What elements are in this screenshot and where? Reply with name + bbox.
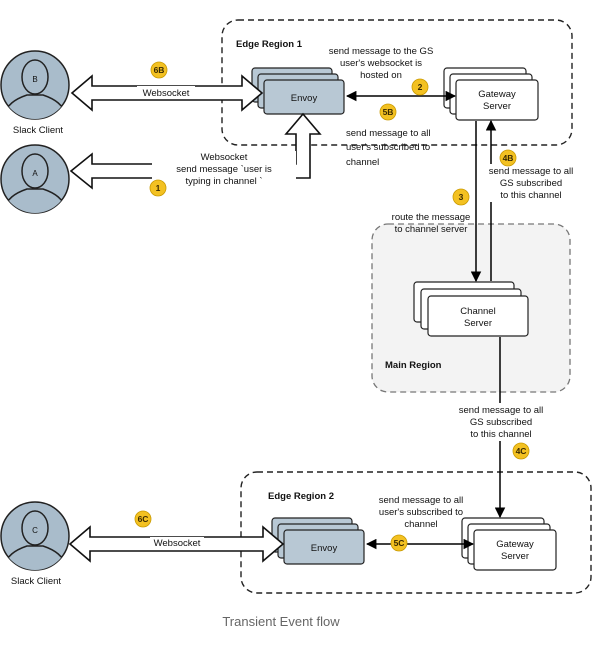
route-line1: route the message (392, 212, 471, 223)
step-badge-5b: 5B (379, 103, 397, 121)
svg-text:5B: 5B (383, 107, 394, 117)
ws-label-6c: Websocket (154, 538, 201, 549)
gs-4c-line2: GS subscribed (470, 417, 532, 428)
ws-a-line3: typing in channel ` (185, 176, 262, 187)
envoy-2-label: Envoy (311, 543, 338, 554)
edge-region-2 (240, 471, 592, 594)
gs-msg-line1: send message to the GS (329, 46, 434, 57)
edge-region-2-title: Edge Region 2 (268, 491, 334, 502)
client-b-letter: B (32, 75, 37, 84)
svg-text:6C: 6C (138, 514, 149, 524)
gateway-1-label-line1: Gateway (478, 89, 516, 100)
diagram-caption: Transient Event flow (222, 614, 340, 629)
ws-a-line1: Websocket (201, 152, 248, 163)
envoy-node-2: Envoy (271, 517, 365, 565)
sub-5b-line1: send message to all (346, 128, 431, 139)
gs-4c-line1: send message to all (459, 405, 544, 416)
sub-5c-line3: channel (404, 519, 437, 530)
gateway-server-node-1: Gateway Server (443, 67, 539, 121)
edge-region-1-title: Edge Region 1 (236, 39, 303, 50)
client-a-letter: A (32, 169, 38, 178)
client-c-label: Slack Client (11, 576, 62, 587)
svg-text:4C: 4C (516, 446, 527, 456)
ws-a-line2: send message `user is (176, 164, 272, 175)
client-a-avatar: A (0, 144, 70, 214)
gateway-1-label-line2: Server (483, 101, 511, 112)
step-badge-1: 1 (149, 179, 167, 197)
client-c-letter: C (32, 526, 38, 535)
svg-text:4B: 4B (503, 153, 514, 163)
step-badge-3: 3 (452, 188, 470, 206)
gateway-2-label-line2: Server (501, 551, 529, 562)
step-badge-2: 2 (411, 78, 429, 96)
main-region-title: Main Region (385, 360, 442, 371)
svg-text:1: 1 (156, 183, 161, 193)
gs-4b-line3: to this channel (500, 190, 561, 201)
client-b-avatar: B (0, 50, 70, 120)
ws-label-6b: Websocket (143, 88, 190, 99)
gs-4c-line3: to this channel (470, 429, 531, 440)
client-b-label: Slack Client (13, 125, 64, 136)
svg-text:3: 3 (459, 192, 464, 202)
svg-text:6B: 6B (154, 65, 165, 75)
route-line2: to channel server (395, 224, 468, 235)
sub-5c-line2: user's subscribed to (379, 507, 463, 518)
step-badge-6b: 6B (150, 61, 168, 79)
svg-text:2: 2 (418, 82, 423, 92)
edge-region-1 (221, 19, 573, 146)
envoy-1-label: Envoy (291, 93, 318, 104)
step-badge-5c: 5C (390, 534, 408, 552)
gateway-server-node-2: Gateway Server (461, 517, 557, 571)
gs-4b-line2: GS subscribed (500, 178, 562, 189)
svg-text:5C: 5C (394, 538, 405, 548)
sub-5b-line3: channel (346, 157, 379, 168)
step-badge-6c: 6C (134, 510, 152, 528)
gs-msg-line2: user's websocket is (340, 58, 422, 69)
gs-4b-line1: send message to all (489, 166, 574, 177)
gateway-2-label-line1: Gateway (496, 539, 534, 550)
channel-server-node: Channel Server (413, 281, 529, 337)
client-c-avatar: C (0, 501, 70, 571)
sub-5c-line1: send message to all (379, 495, 464, 506)
step-badge-4c: 4C (512, 442, 530, 460)
step-badge-4b: 4B (499, 149, 517, 167)
channel-label-line2: Server (464, 318, 492, 329)
channel-label-line1: Channel (460, 306, 495, 317)
sub-5b-line2: user's subscribed to (346, 142, 430, 153)
envoy-node-1: Envoy (251, 67, 345, 115)
gs-msg-line3: hosted on (360, 70, 402, 81)
